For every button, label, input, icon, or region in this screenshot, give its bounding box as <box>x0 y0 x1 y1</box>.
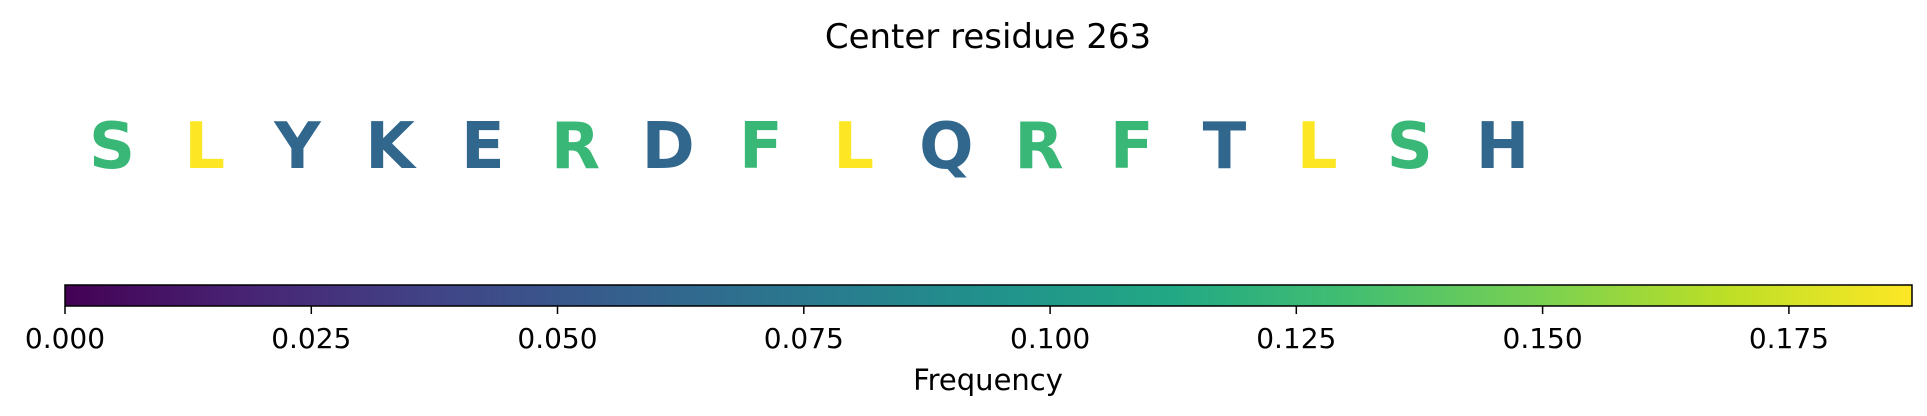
residue-letter: D <box>642 110 695 184</box>
residue-letter: K <box>365 110 417 184</box>
chart-title: Center residue 263 <box>825 17 1151 57</box>
colorbar-gradient <box>65 285 1912 306</box>
colorbar-tick-label: 0.075 <box>764 322 844 355</box>
residue-letter: S <box>89 110 135 184</box>
residue-letter: E <box>461 110 505 184</box>
residue-letter: R <box>1014 110 1063 184</box>
residue-letter: Q <box>919 110 973 184</box>
colorbar-tick-label: 0.050 <box>517 322 597 355</box>
colorbar-tick-label: 0.100 <box>1010 322 1090 355</box>
colorbar-label: Frequency <box>913 363 1063 397</box>
residue-letter: H <box>1476 110 1530 184</box>
colorbar-tick-label: 0.150 <box>1503 322 1583 355</box>
colorbar-frame <box>64 284 1913 307</box>
colorbar-tick-label: 0.175 <box>1749 322 1829 355</box>
residue-letter: Y <box>273 110 321 184</box>
colorbar-tick-label: 0.125 <box>1256 322 1336 355</box>
colorbar-tick-label: 0.000 <box>25 322 105 355</box>
residue-letter: F <box>739 110 783 184</box>
residue-letter: L <box>184 110 225 184</box>
residue-letter: T <box>1203 110 1247 184</box>
residue-letter: R <box>551 110 600 184</box>
colorbar: 0.000 0.025 0.050 0.075 0.100 0.125 0.150 0.175 <box>25 284 1913 355</box>
residue-letter: L <box>833 110 874 184</box>
colorbar-ticks: 0.000 0.025 0.050 0.075 0.100 0.125 0.150 0.175 <box>25 306 1829 355</box>
residue-letter: F <box>1110 110 1154 184</box>
residue-letter: L <box>1297 110 1338 184</box>
residue-letter: S <box>1387 110 1433 184</box>
colorbar-tick-label: 0.025 <box>271 322 351 355</box>
